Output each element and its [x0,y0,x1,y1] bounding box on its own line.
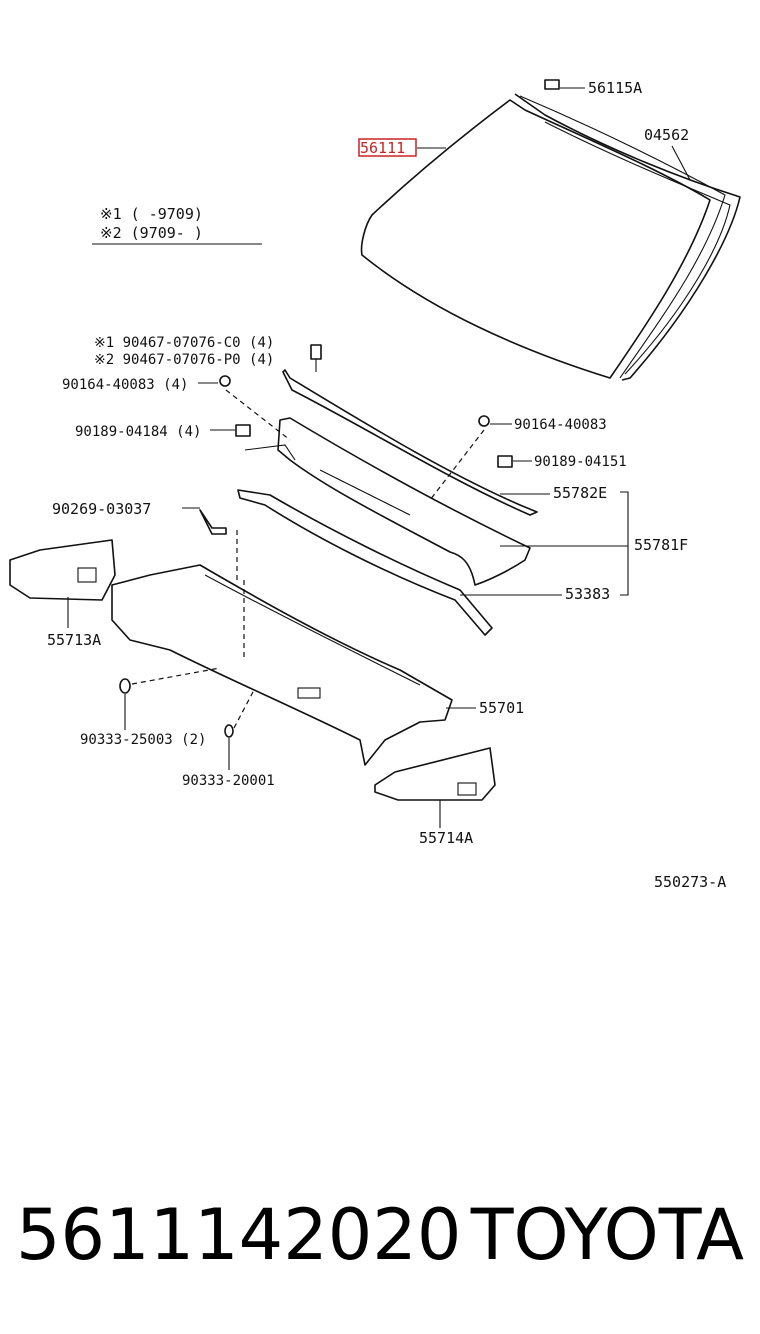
period-note: ※1 ( -9709) ※2 (9709- ) [92,205,262,245]
side-panel-right-hole [457,782,477,796]
side-panel-hole [77,567,97,583]
screw-head-right [478,415,490,427]
dash-plug-large [131,667,221,685]
note-row-2: ※2 (9709- ) [100,224,203,242]
label-55714A: 55714A [419,829,473,847]
windshield-outline [360,99,711,379]
label-55713A: 55713A [47,631,101,649]
louver-vent [319,469,411,516]
label-90189-right: 90189-04151 [534,454,627,470]
lead-04562 [671,145,691,181]
label-90333-25003: 90333-25003 (2) [80,732,206,748]
label-90164-right: 90164-40083 [514,417,607,433]
cowl-slot [297,687,321,699]
label-55781F: 55781F [634,536,688,554]
cowl-panel-55701[interactable]: 55701 [111,564,524,766]
clip-90189-left[interactable]: 90189-04184 (4) [75,424,251,440]
callout-04562[interactable]: 04562 [644,126,691,181]
cowl-side-55714A[interactable]: 55714A [374,747,496,847]
stopper-shape [544,79,560,90]
part-footer: 5611142020 TOYOTA [0,1180,760,1290]
plug-90333-20001[interactable]: 90333-20001 [182,689,275,789]
nozzle-90467[interactable]: ※1 90467-07076-C0 (4) ※2 90467-07076-P0 … [94,335,322,372]
cowl-side-55713A[interactable]: 55713A [9,539,116,649]
cowl-louver-55781F[interactable]: 55781F [244,417,688,586]
nozzle-shape [310,344,322,360]
hood-seal-outline [237,489,493,636]
clip-90269-03037[interactable]: 90269-03037 [52,500,238,580]
screw-90164-right[interactable]: 90164-40083 [429,415,607,501]
label-90164-left: 90164-40083 (4) [62,377,188,393]
cowl-outline [111,564,453,766]
label-53383: 53383 [565,585,610,603]
label-55782E: 55782E [553,484,607,502]
label-90269: 90269-03037 [52,500,151,518]
louver-tab [244,444,296,461]
moulding-outer [514,93,741,381]
clip-90189-right[interactable]: 90189-04151 [497,454,627,470]
brand-name: TOYOTA [470,1194,744,1276]
screw-90164-left[interactable]: 90164-40083 (4) [62,375,291,441]
louver-outline [277,417,531,586]
figure-id: 550273-A [654,873,726,891]
clip-90269-shape [199,509,227,535]
label-90333-20001: 90333-20001 [182,773,275,789]
clip-shape-right [497,455,513,468]
screw-head [219,375,231,387]
moulding-inner [544,121,731,375]
stopper-56115A[interactable]: 56115A [544,79,642,97]
clip-shape [235,424,251,437]
label-56115A: 56115A [588,79,642,97]
windshield-glass-56111[interactable] [360,95,726,379]
label-55701: 55701 [479,699,524,717]
label-90467-c0: ※1 90467-07076-C0 (4) [94,335,274,351]
dash-plug-small [233,689,255,729]
side-panel-right [374,747,496,801]
dash-90164-right [429,429,485,501]
part-number: 5611142020 [16,1194,462,1276]
cowl-seal-55782E[interactable]: 55782E [282,369,607,516]
side-panel-left [9,539,116,601]
group-bracket [620,491,629,596]
label-90467-p0: ※2 90467-07076-P0 (4) [94,352,274,368]
plug-small [224,724,234,738]
hood-seal-53383[interactable]: 53383 [237,489,610,636]
seal-outline [282,369,538,516]
windshield-edge [519,95,726,379]
windshield-moulding-04562[interactable] [514,93,741,381]
cowl-ridge [204,574,421,686]
callout-56111[interactable]: 56111 [358,138,446,157]
plug-large [119,678,131,694]
note-row-1: ※1 ( -9709) [100,205,203,223]
label-56111: 56111 [360,139,405,157]
highlight-box [358,138,417,157]
exploded-parts-diagram: ※1 ( -9709) ※2 (9709- ) 56115A 56111 [9,79,741,891]
label-90189-left: 90189-04184 (4) [75,424,201,440]
plug-90333-25003[interactable]: 90333-25003 (2) [80,667,221,748]
label-04562: 04562 [644,126,689,144]
